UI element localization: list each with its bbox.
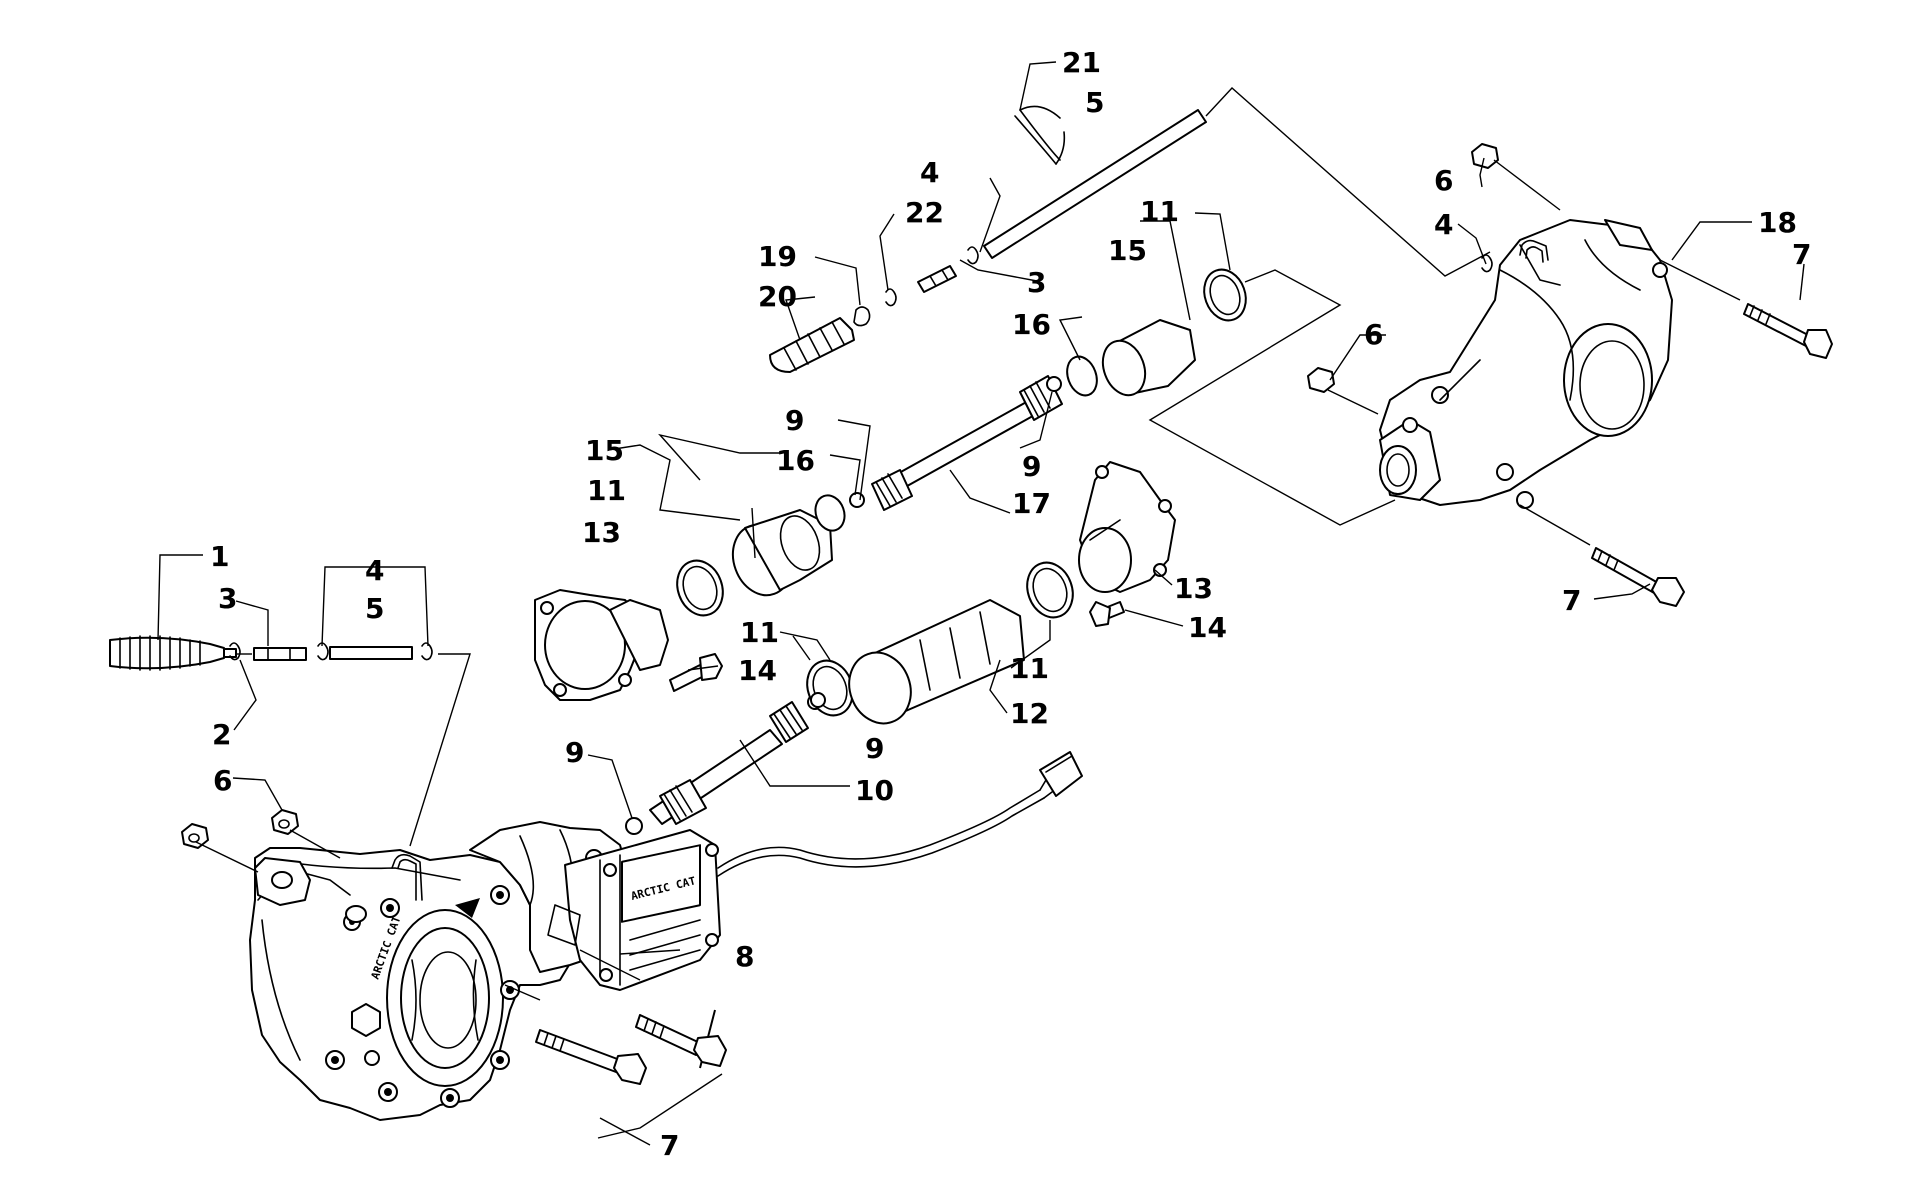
callout-13: 13 (1174, 572, 1213, 605)
part-11-ring-c (1026, 561, 1074, 619)
callout-14: 14 (738, 654, 777, 687)
part-10-shaft (649, 701, 809, 825)
callout-4: 4 (920, 156, 939, 189)
part-12-tube (848, 599, 1025, 725)
callout-3: 3 (218, 582, 237, 615)
callout-11: 11 (587, 474, 626, 507)
callout-17: 17 (1012, 487, 1051, 520)
part-21-clamp (1014, 105, 1066, 165)
part-9-ball-d (1046, 376, 1062, 392)
callout-18: 18 (1758, 206, 1797, 239)
callout-19: 19 (758, 240, 797, 273)
part-22-clip (885, 288, 897, 307)
part-9-ball-e (810, 692, 826, 708)
callout-10: 10 (855, 774, 894, 807)
callout-16: 16 (776, 444, 815, 477)
part-11-ring-a (676, 559, 724, 617)
part-9-ball-a (625, 817, 643, 835)
callout-11: 11 (1010, 652, 1049, 685)
callout-8: 8 (735, 940, 754, 973)
part-9-ball-c (849, 492, 865, 508)
callout-5: 5 (1085, 86, 1104, 119)
part-13-flange-left (534, 589, 669, 701)
part-3-pin (253, 647, 307, 661)
callout-5: 5 (365, 592, 384, 625)
part-7-bolt-left-a (535, 1029, 647, 1085)
part-7-bolt-right-lower (1591, 547, 1685, 607)
callout-9: 9 (565, 736, 584, 769)
part-4-clip-right (1481, 254, 1493, 273)
part-4-clip-upper (967, 246, 979, 265)
part-15-boot-left (731, 509, 833, 597)
callout-20: 20 (758, 280, 797, 313)
callout-11: 11 (1140, 195, 1179, 228)
callout-16: 16 (1012, 308, 1051, 341)
part-4-clip-b (421, 642, 433, 661)
rear-gearcase-housing (1379, 219, 1673, 509)
callout-13: 13 (582, 516, 621, 549)
part-14-bolt-left (669, 653, 723, 692)
part-6-nut-left-a (181, 823, 209, 849)
callout-14: 14 (1188, 611, 1227, 644)
callout-7: 7 (1562, 584, 1581, 617)
part-4-clip-a (317, 642, 329, 661)
callout-6: 6 (1364, 318, 1383, 351)
callout-15: 15 (1108, 234, 1147, 267)
callout-7: 7 (1792, 238, 1811, 271)
callout-4: 4 (365, 554, 384, 587)
part-6-nut-right-a (1471, 143, 1499, 169)
part-5-rod (329, 646, 413, 660)
callout-6: 6 (213, 764, 232, 797)
boot-assembly-left (109, 635, 471, 847)
part-15-boot-right (1101, 319, 1196, 397)
leader-lines (157, 61, 1805, 1146)
callout-labels: 1 2 3 4 5 6 7 8 9 10 9 11 12 11 14 13 11… (210, 46, 1811, 1162)
part-6-nut-right-b (1307, 367, 1335, 393)
part-19-clamp (853, 306, 871, 327)
callout-12: 12 (1010, 697, 1049, 730)
part-13-flange-right (1078, 461, 1176, 593)
callout-21: 21 (1062, 46, 1101, 79)
part-17-shaft (871, 375, 1063, 511)
callout-11: 11 (740, 616, 779, 649)
callout-9: 9 (785, 404, 804, 437)
part-1-boot (109, 635, 237, 671)
part-11-ring-d (1203, 268, 1247, 322)
part-16-ring-left (814, 494, 846, 532)
part-14-bolt-right (1089, 601, 1125, 627)
part-20-boot (769, 317, 855, 373)
callout-4: 4 (1434, 208, 1453, 241)
callout-22: 22 (905, 196, 944, 229)
part-3-pin-upper (917, 265, 957, 293)
callout-9: 9 (865, 732, 884, 765)
callout-1: 1 (210, 540, 229, 573)
callout-9: 9 (1022, 450, 1041, 483)
part-7-bolt-right-upper (1743, 303, 1833, 359)
part-2-clip (229, 642, 241, 661)
callout-7: 7 (660, 1129, 679, 1162)
callout-2: 2 (212, 718, 231, 751)
callout-6: 6 (1434, 164, 1453, 197)
callout-3: 3 (1027, 266, 1046, 299)
part-8-shift-actuator: ARCTIC CAT (547, 751, 1083, 991)
part-6-nut-left-b (271, 809, 299, 835)
part-16-ring-right (1066, 355, 1098, 397)
part-5-rod-upper (983, 109, 1207, 259)
part-7-bolt-left-c (635, 1014, 727, 1067)
callout-15: 15 (585, 434, 624, 467)
